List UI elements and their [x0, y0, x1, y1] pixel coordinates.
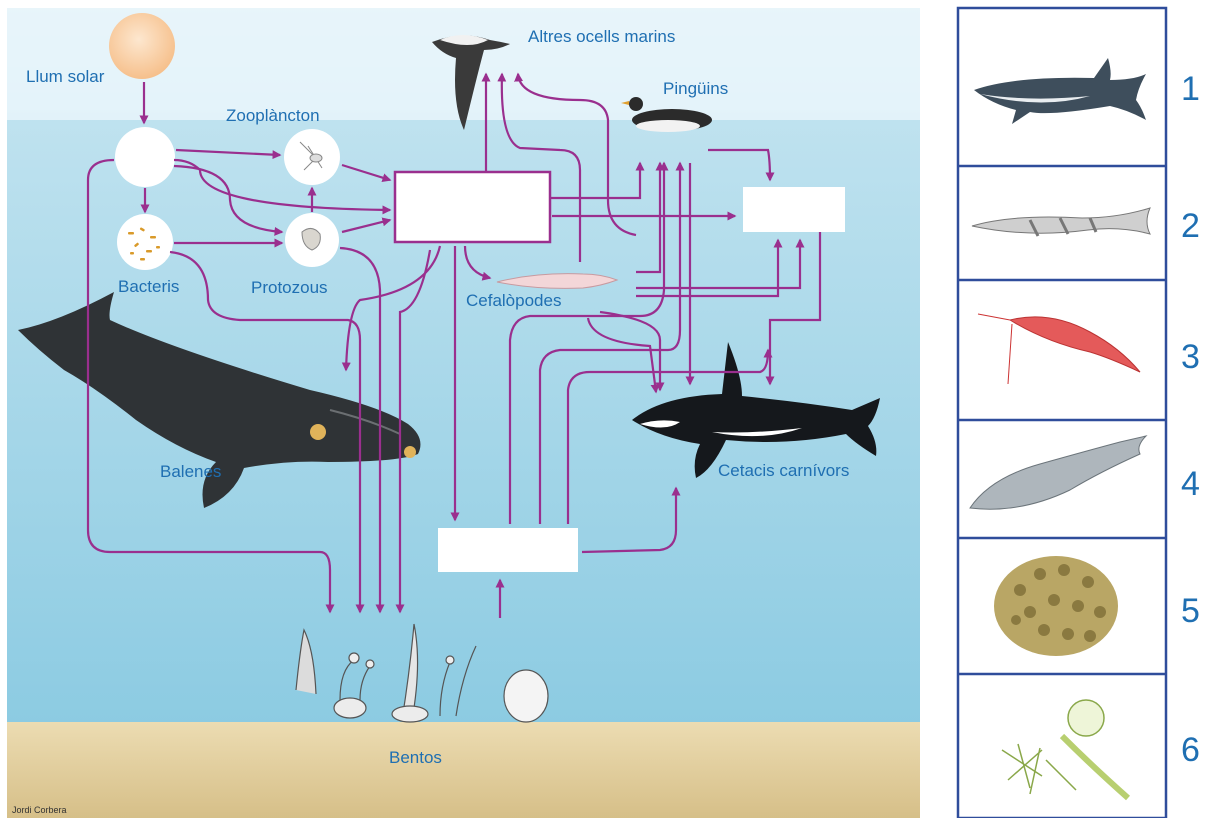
label-zooplankton: Zooplàncton	[226, 106, 320, 125]
sun-icon	[109, 13, 175, 79]
label-penguins: Pingüins	[663, 79, 728, 98]
legend-number-5: 5	[1181, 592, 1200, 630]
label-whales: Balenes	[160, 462, 221, 481]
fish-blank-box	[438, 528, 578, 572]
label-seabirds: Altres ocells marins	[528, 27, 675, 46]
legend-panel	[958, 8, 1166, 818]
legend-number-3: 3	[1181, 338, 1200, 376]
legend-number-1: 1	[1181, 70, 1200, 108]
seabed	[7, 722, 920, 818]
label-carnivorous-cetaceans: Cetacis carnívors	[718, 461, 849, 480]
krill-hub-box	[395, 172, 550, 242]
legend-number-2: 2	[1181, 207, 1200, 245]
phytoplankton-node	[115, 127, 175, 187]
label-bacteria: Bacteris	[118, 277, 179, 296]
label-cephalopods: Cefalòpodes	[466, 291, 561, 310]
seals-blank-box	[743, 187, 845, 232]
label-benthos: Bentos	[389, 748, 442, 767]
label-sunlight: Llum solar	[26, 67, 105, 86]
phytoplankton-colony-icon	[994, 556, 1118, 656]
legend-number-6: 6	[1181, 731, 1200, 769]
legend-number-4: 4	[1181, 465, 1200, 503]
bacteria-node	[117, 214, 173, 270]
image-credit: Jordi Corbera	[12, 805, 67, 815]
label-protozoa: Protozous	[251, 278, 328, 297]
legend-numbers: 1 2 3 4 5 6	[1181, 70, 1200, 769]
